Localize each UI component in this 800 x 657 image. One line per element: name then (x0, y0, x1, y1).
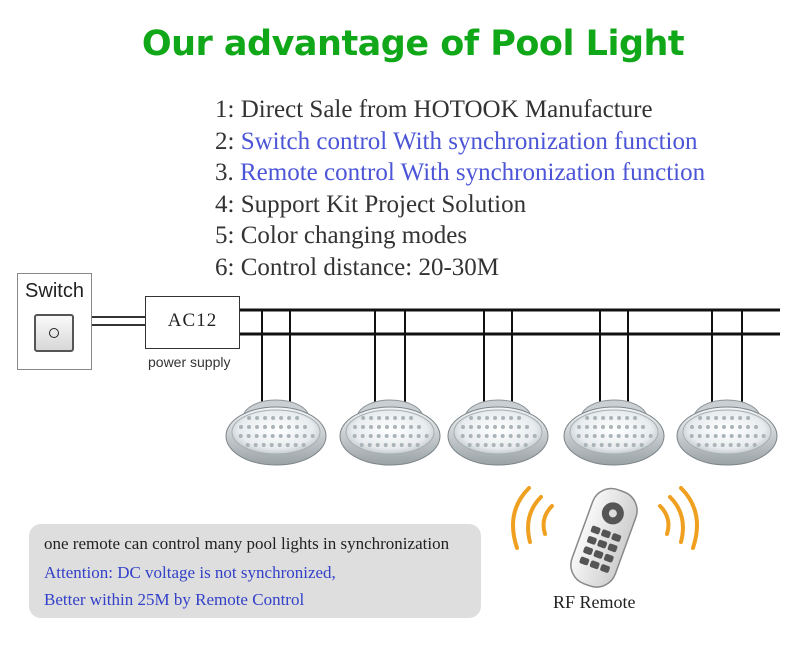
feature-item: 2: Switch control With synchronization f… (215, 126, 705, 158)
switch-dot-icon (49, 328, 59, 338)
note-line-2: Attention: DC voltage is not synchronize… (44, 563, 336, 582)
feature-text: Direct Sale from HOTOOK Manufacture (240, 96, 653, 123)
power-supply-box: AC12 (145, 296, 240, 349)
feature-number: 1: (215, 96, 235, 123)
light-drop-wires (261, 310, 743, 408)
note-box: one remote can control many pool lights … (29, 524, 481, 618)
feature-text: Remote control With synchronization func… (240, 159, 706, 186)
note-line-3: Better within 25M by Remote Control (44, 590, 305, 609)
pool-light-icon (339, 399, 441, 466)
feature-number: 3. (215, 159, 234, 186)
pool-light-icon (563, 399, 665, 466)
feature-item: 5: Color changing modes (215, 220, 705, 252)
feature-text: Support Kit Project Solution (240, 190, 527, 218)
feature-text: Switch control With synchronization func… (240, 127, 698, 155)
feature-text: Color changing modes (240, 222, 468, 249)
page-title: Our advantage of Pool Light (141, 24, 685, 64)
wall-switch: Switch (17, 273, 92, 370)
rf-remote-caption: RF Remote (553, 592, 636, 612)
pool-light-icon (447, 399, 549, 466)
note-line-1: one remote can control many pool lights … (44, 534, 450, 553)
pool-light-icon (676, 399, 778, 466)
switch-button-icon (34, 314, 74, 352)
switch-label: Switch (25, 280, 84, 302)
feature-number: 2: (215, 127, 235, 155)
psu-caption: power supply (148, 354, 231, 370)
feature-item: 4: Support Kit Project Solution (215, 189, 705, 221)
feature-item: 1: Direct Sale from HOTOOK Manufacture (215, 94, 705, 126)
feature-item: 3. Remote control With synchronization f… (215, 157, 705, 189)
psu-label: AC12 (167, 310, 218, 331)
feature-number: 5: (215, 222, 235, 249)
feature-text: Control distance: 20-30M (240, 253, 500, 281)
rf-remote-icon (511, 486, 699, 588)
feature-number: 6: (215, 253, 235, 281)
pool-light-icon (225, 399, 327, 466)
feature-item: 6: Control distance: 20-30M (215, 252, 705, 284)
feature-number: 4: (215, 190, 235, 218)
